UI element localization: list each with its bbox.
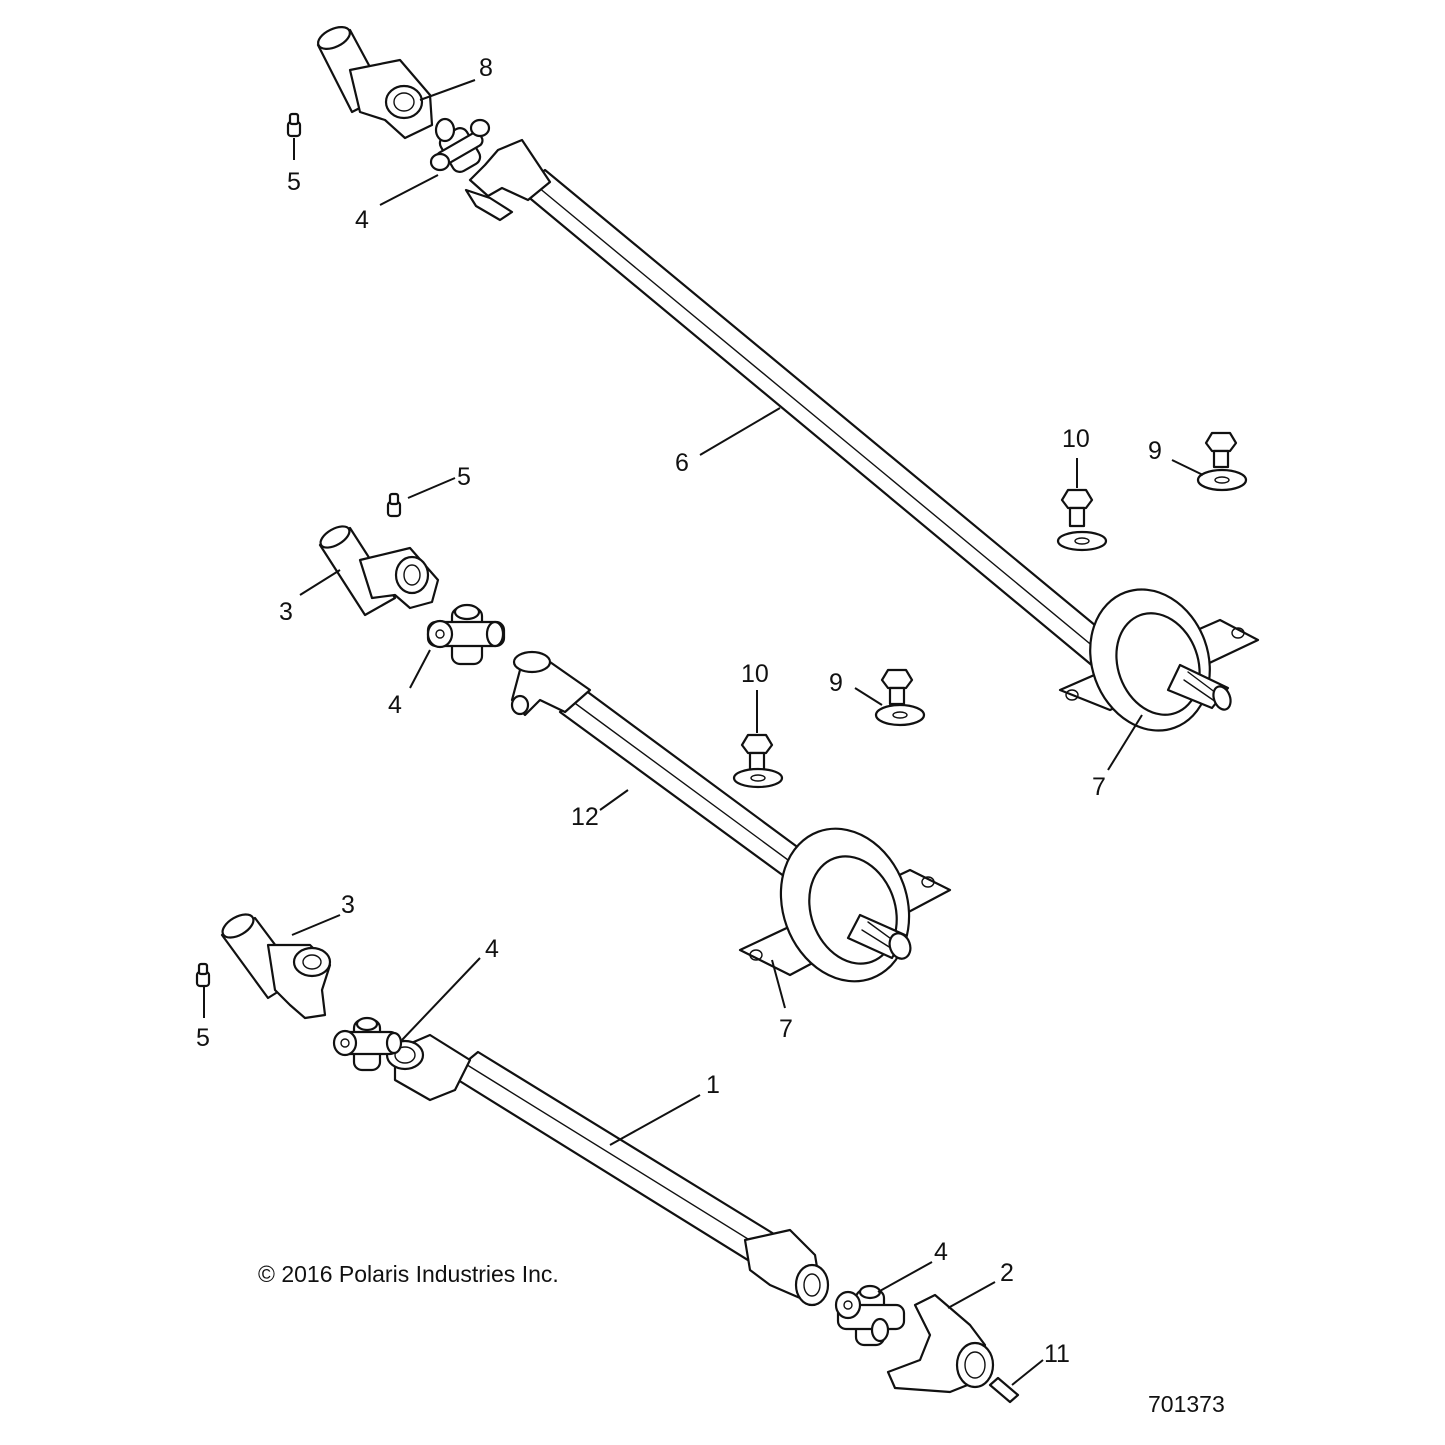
callout-4-lower-left: 4 — [485, 935, 499, 963]
callout-labels: 8 5 4 6 10 9 7 5 3 4 10 9 12 7 3 4 5 1 4… — [196, 54, 1162, 1368]
prop-shaft-6 — [464, 138, 1127, 674]
callout-2: 2 — [1000, 1259, 1014, 1287]
callout-5-top: 5 — [287, 168, 301, 196]
center-bearing-7-upper — [1058, 588, 1260, 732]
washer-9-middle — [874, 668, 926, 727]
callout-12: 12 — [571, 803, 599, 831]
u-joint-4-lower-left — [332, 1016, 403, 1072]
callout-4-top: 4 — [355, 206, 369, 234]
callout-4-middle: 4 — [388, 691, 402, 719]
callout-8: 8 — [479, 54, 493, 82]
grease-fitting-5-bottom — [195, 962, 211, 988]
slip-yoke-3-middle — [318, 525, 440, 617]
callout-3-bottom: 3 — [341, 891, 355, 919]
callout-9-upper: 9 — [1148, 437, 1162, 465]
u-joint-4-lower-right — [834, 1284, 906, 1347]
callout-10-upper: 10 — [1062, 425, 1090, 453]
grease-fitting-5-top — [286, 112, 302, 138]
callout-7-upper: 7 — [1092, 773, 1106, 801]
copyright-notice: © 2016 Polaris Industries Inc. — [258, 1261, 559, 1287]
callout-4-lower-right: 4 — [934, 1238, 948, 1266]
prop-shaft-12 — [510, 650, 817, 884]
callout-5-middle: 5 — [457, 463, 471, 491]
washer-9-upper — [1196, 431, 1248, 492]
callout-1: 1 — [706, 1071, 720, 1099]
callout-9-middle: 9 — [829, 669, 843, 697]
u-joint-4-middle — [426, 603, 506, 666]
callout-11: 11 — [1044, 1340, 1070, 1368]
callout-5-bottom: 5 — [196, 1024, 210, 1052]
callout-6: 6 — [675, 449, 689, 477]
grease-fitting-5-middle — [386, 492, 402, 518]
leader-lines — [203, 79, 1204, 1386]
roll-pin-11 — [988, 1376, 1020, 1404]
slip-yoke-8 — [316, 26, 434, 140]
end-yoke-2 — [886, 1293, 995, 1394]
callout-3-middle: 3 — [279, 598, 293, 626]
callout-7-lower: 7 — [779, 1015, 793, 1043]
callout-10-middle: 10 — [741, 660, 769, 688]
figure-number: 701373 — [1148, 1391, 1225, 1417]
u-joint-4-top — [429, 117, 491, 173]
bolt-10-upper — [1056, 488, 1108, 552]
bolt-10-middle — [732, 733, 784, 789]
prop-shaft-1 — [385, 1033, 830, 1307]
slip-yoke-3-bottom — [220, 913, 332, 1020]
